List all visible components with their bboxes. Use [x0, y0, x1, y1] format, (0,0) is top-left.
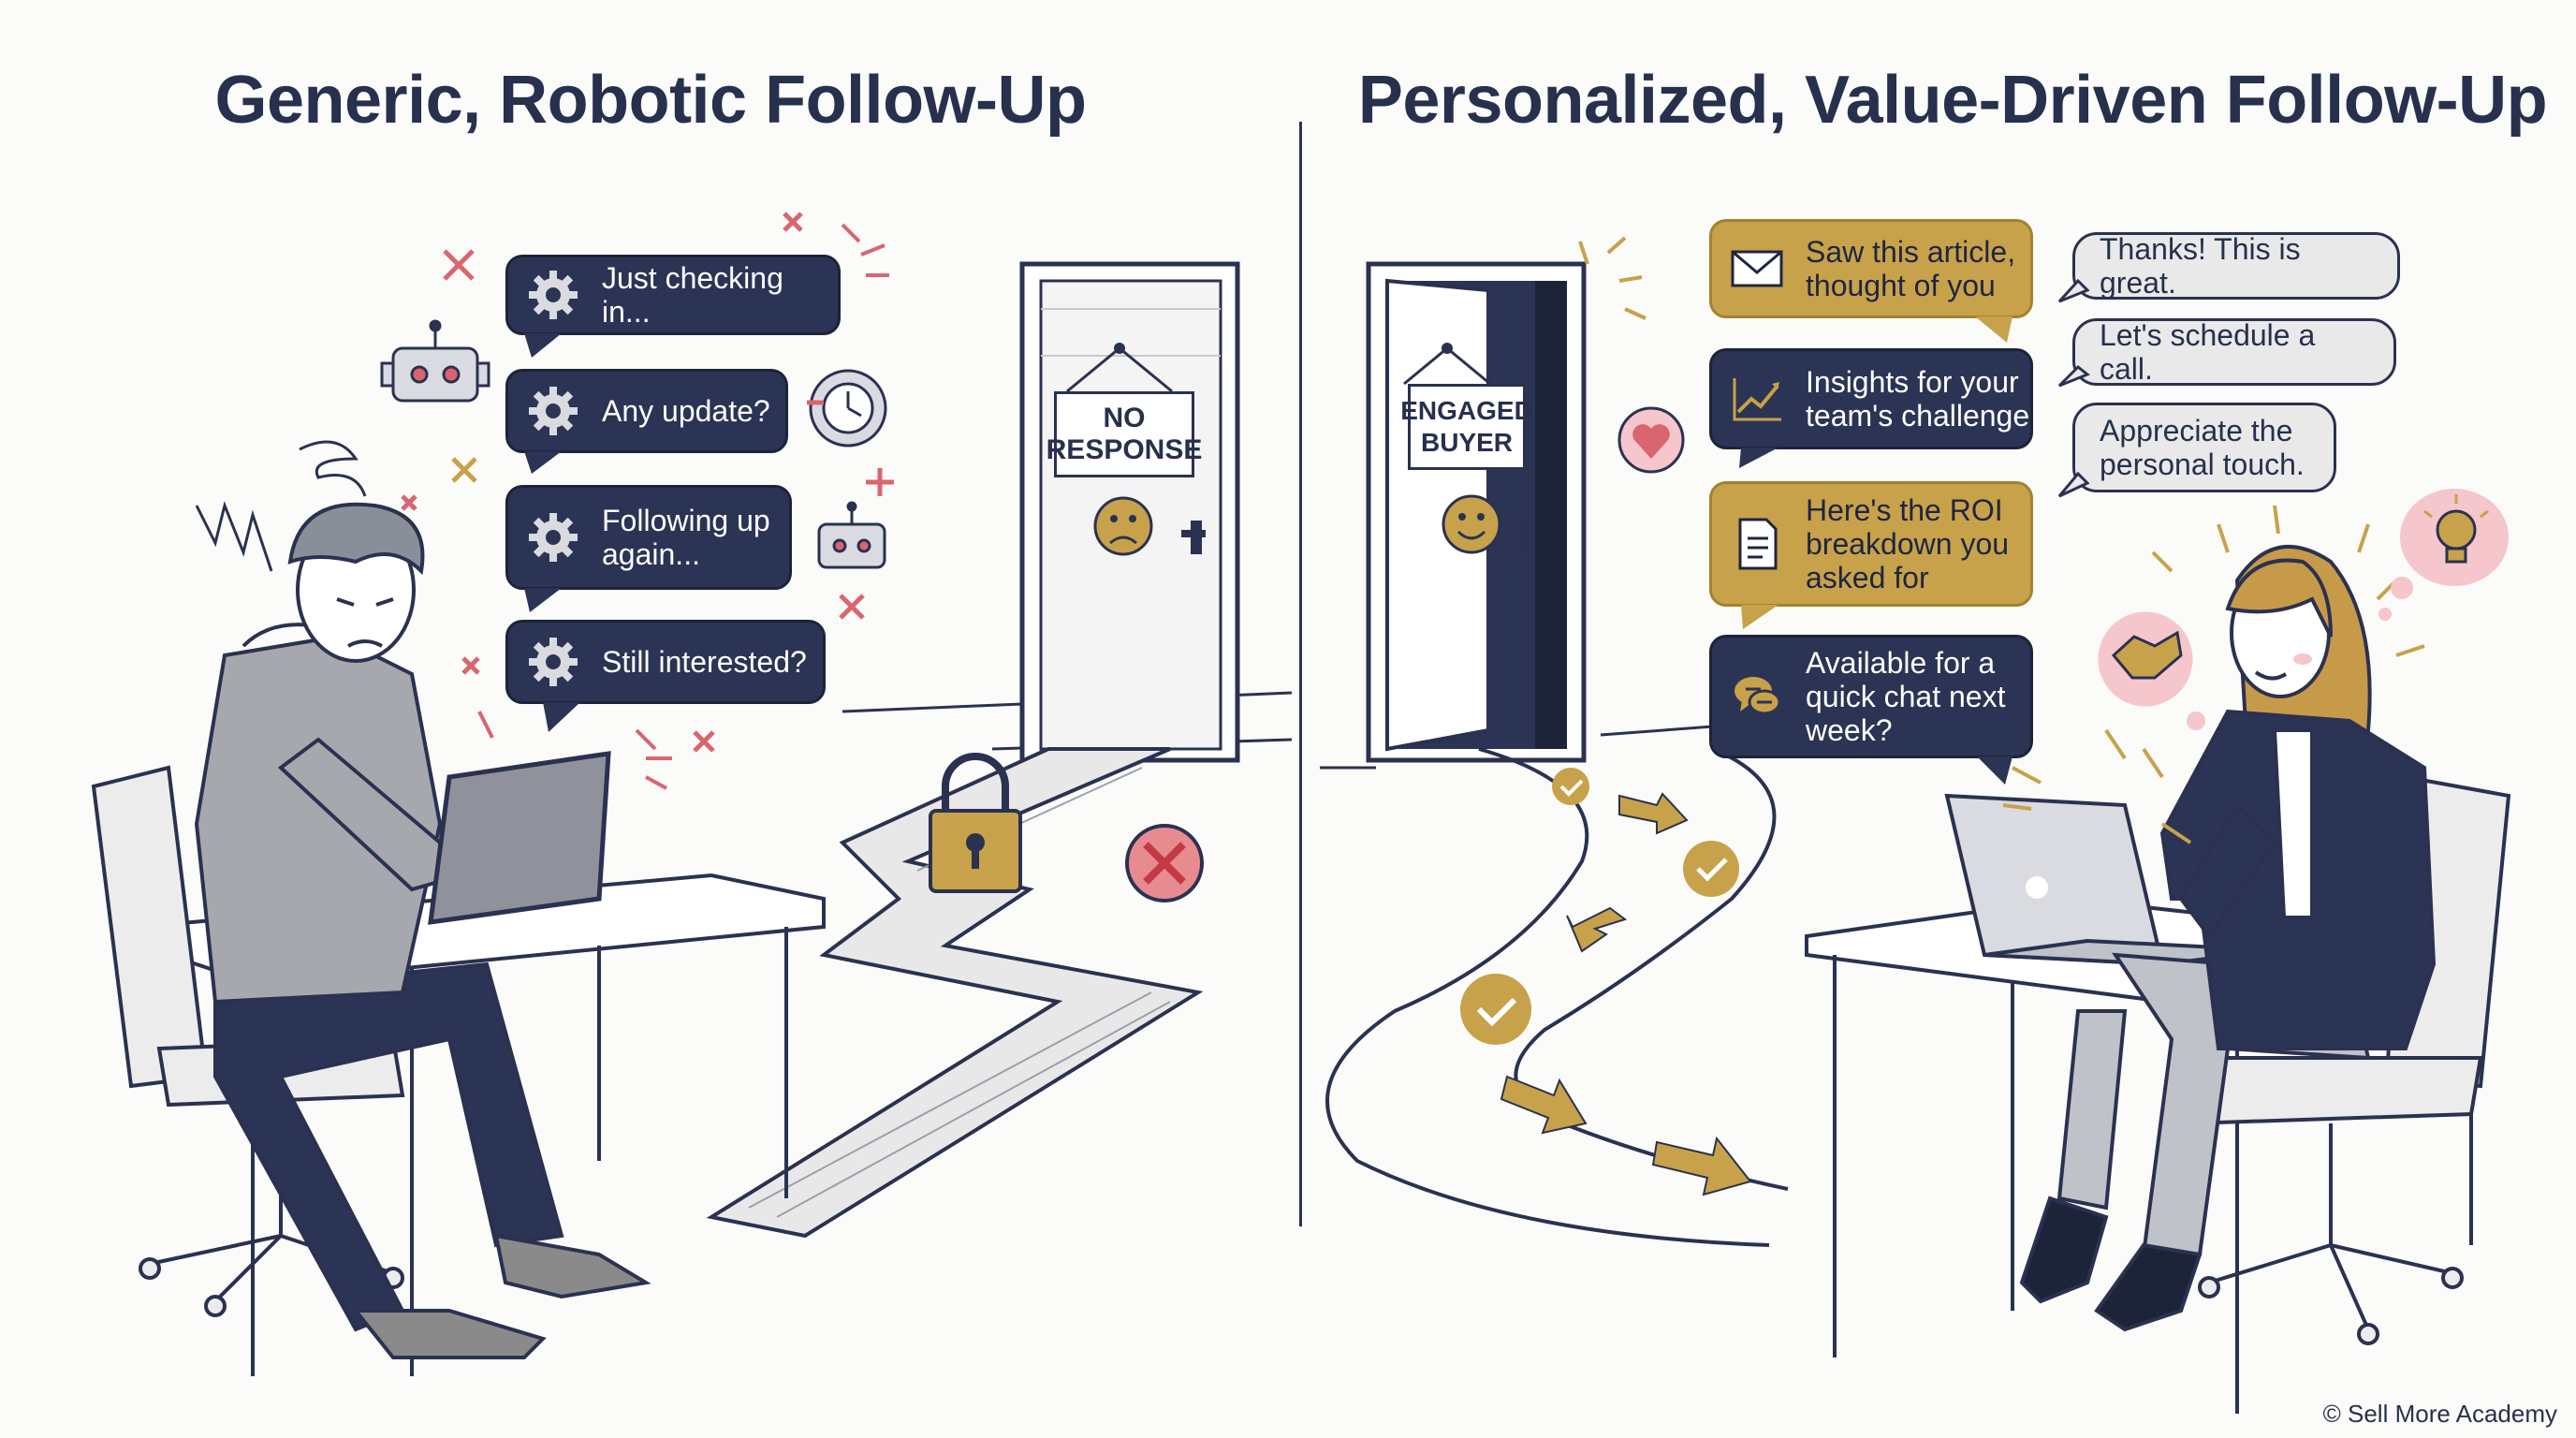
gear-icon — [529, 271, 578, 319]
message-text: Following up again... — [602, 504, 770, 571]
message-text: Still interested? — [602, 645, 807, 679]
lightbulb-icon — [2378, 489, 2509, 621]
value-message-bubble: Insights for your team's challenge — [1709, 348, 2033, 449]
value-message-bubble: Here's the ROI breakdown you asked for — [1709, 481, 2033, 607]
message-text: Here's the ROI breakdown you asked for — [1806, 493, 2010, 594]
panel-divider — [1299, 122, 1302, 1226]
chart-icon — [1733, 378, 1781, 421]
decorative-x-marks-icon — [451, 457, 477, 483]
message-text: Insights for your team's challenge — [1806, 365, 2030, 433]
checkmark-icon — [1460, 974, 1531, 1045]
sad-face-icon — [1093, 496, 1153, 556]
generic-message-bubble: Just checking in... — [505, 255, 841, 335]
robot-icon — [817, 501, 886, 569]
frustrated-salesperson — [194, 502, 651, 1359]
no-response-sign: NO RESPONSE — [1046, 391, 1202, 477]
decorative-x-marks-icon — [401, 212, 894, 753]
left-scene-illustration — [91, 212, 1293, 1376]
handshake-icon — [2098, 611, 2205, 730]
engaged-salesperson — [2019, 545, 2437, 1332]
path-arrow-icon — [1566, 906, 1628, 953]
path-arrow-icon — [1500, 1075, 1588, 1135]
buyer-reply-bubble: Thanks! This is great. — [2072, 232, 2400, 300]
left-panel-title: Generic, Robotic Follow-Up — [214, 63, 1087, 138]
buyer-reply-bubble: Appreciate the personal touch. — [2072, 403, 2336, 492]
reply-text: Appreciate the personal touch. — [2100, 414, 2305, 481]
gear-clock-icon — [809, 369, 887, 448]
gear-icon — [529, 638, 578, 686]
generic-message-bubble: Any update? — [505, 369, 788, 453]
alert-spark-icon — [477, 223, 889, 790]
envelope-icon — [1731, 250, 1783, 287]
gear-icon — [529, 513, 578, 562]
padlock-icon — [929, 753, 1022, 893]
engaged-buyer-sign: ENGAGED BUYER — [1400, 384, 1533, 470]
robot-icon — [380, 319, 490, 403]
document-icon — [1738, 518, 1778, 570]
right-panel-title: Personalized, Value-Driven Follow-Up — [1357, 63, 2548, 138]
message-text: Just checking in... — [602, 261, 783, 329]
left-bubble-tails — [524, 333, 580, 732]
message-text: Any update? — [602, 394, 770, 428]
chat-icon — [1734, 677, 1781, 715]
checkmark-icon — [1552, 768, 1589, 805]
value-message-bubble: Available for a quick chat next week? — [1709, 635, 2033, 758]
rejected-x-icon — [1125, 824, 1204, 902]
right-scene-illustration — [1320, 236, 2511, 1414]
tablet-device — [428, 751, 611, 925]
buyer-reply-bubble: Let's schedule a call. — [2072, 318, 2396, 386]
reply-text: Let's schedule a call. — [2100, 318, 2316, 386]
value-message-bubble: Saw this article, thought of you — [1709, 219, 2033, 318]
heart-icon — [1617, 406, 1685, 474]
reply-text: Thanks! This is great. — [2100, 232, 2301, 300]
zigzag-path — [706, 747, 1204, 1239]
winding-path — [1325, 747, 1789, 1247]
stress-scribble-icon — [195, 440, 367, 572]
smiley-face-icon — [1442, 494, 1501, 554]
path-arrow-icon — [1618, 792, 1689, 835]
reply-bubble-tails — [2057, 278, 2090, 498]
open-door — [1366, 261, 1587, 763]
generic-message-bubble: Following up again... — [505, 485, 792, 590]
right-bubble-tails — [1739, 316, 2012, 785]
message-text: Available for a quick chat next week? — [1806, 646, 2006, 747]
message-text: Saw this article, thought of you — [1806, 235, 2016, 302]
generic-message-bubble: Still interested? — [505, 620, 826, 704]
laptop-device — [1944, 793, 2276, 967]
checkmark-icon — [1683, 841, 1739, 897]
copyright-notice: © Sell More Academy — [2322, 1400, 2557, 1428]
path-arrow-icon — [1651, 1136, 1752, 1196]
gear-icon — [529, 387, 578, 435]
